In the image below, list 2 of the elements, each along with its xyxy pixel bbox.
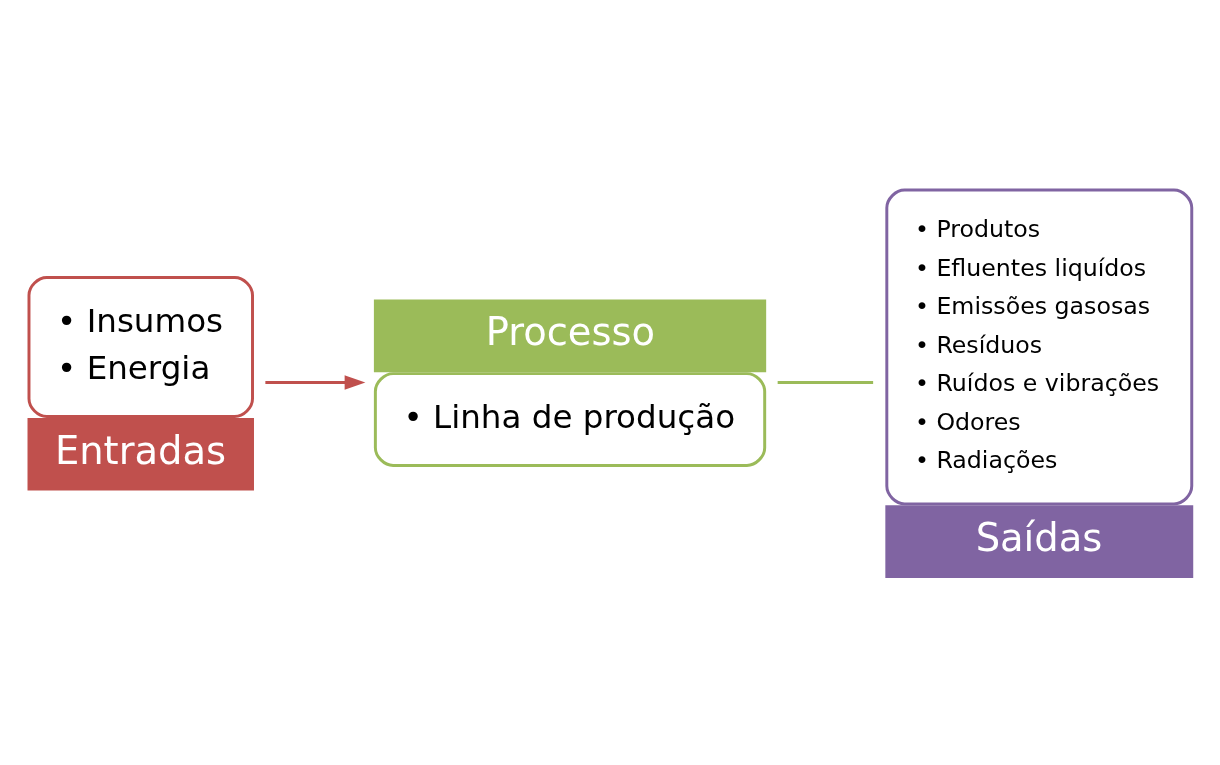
arrow (265, 375, 366, 390)
connector (777, 381, 874, 384)
